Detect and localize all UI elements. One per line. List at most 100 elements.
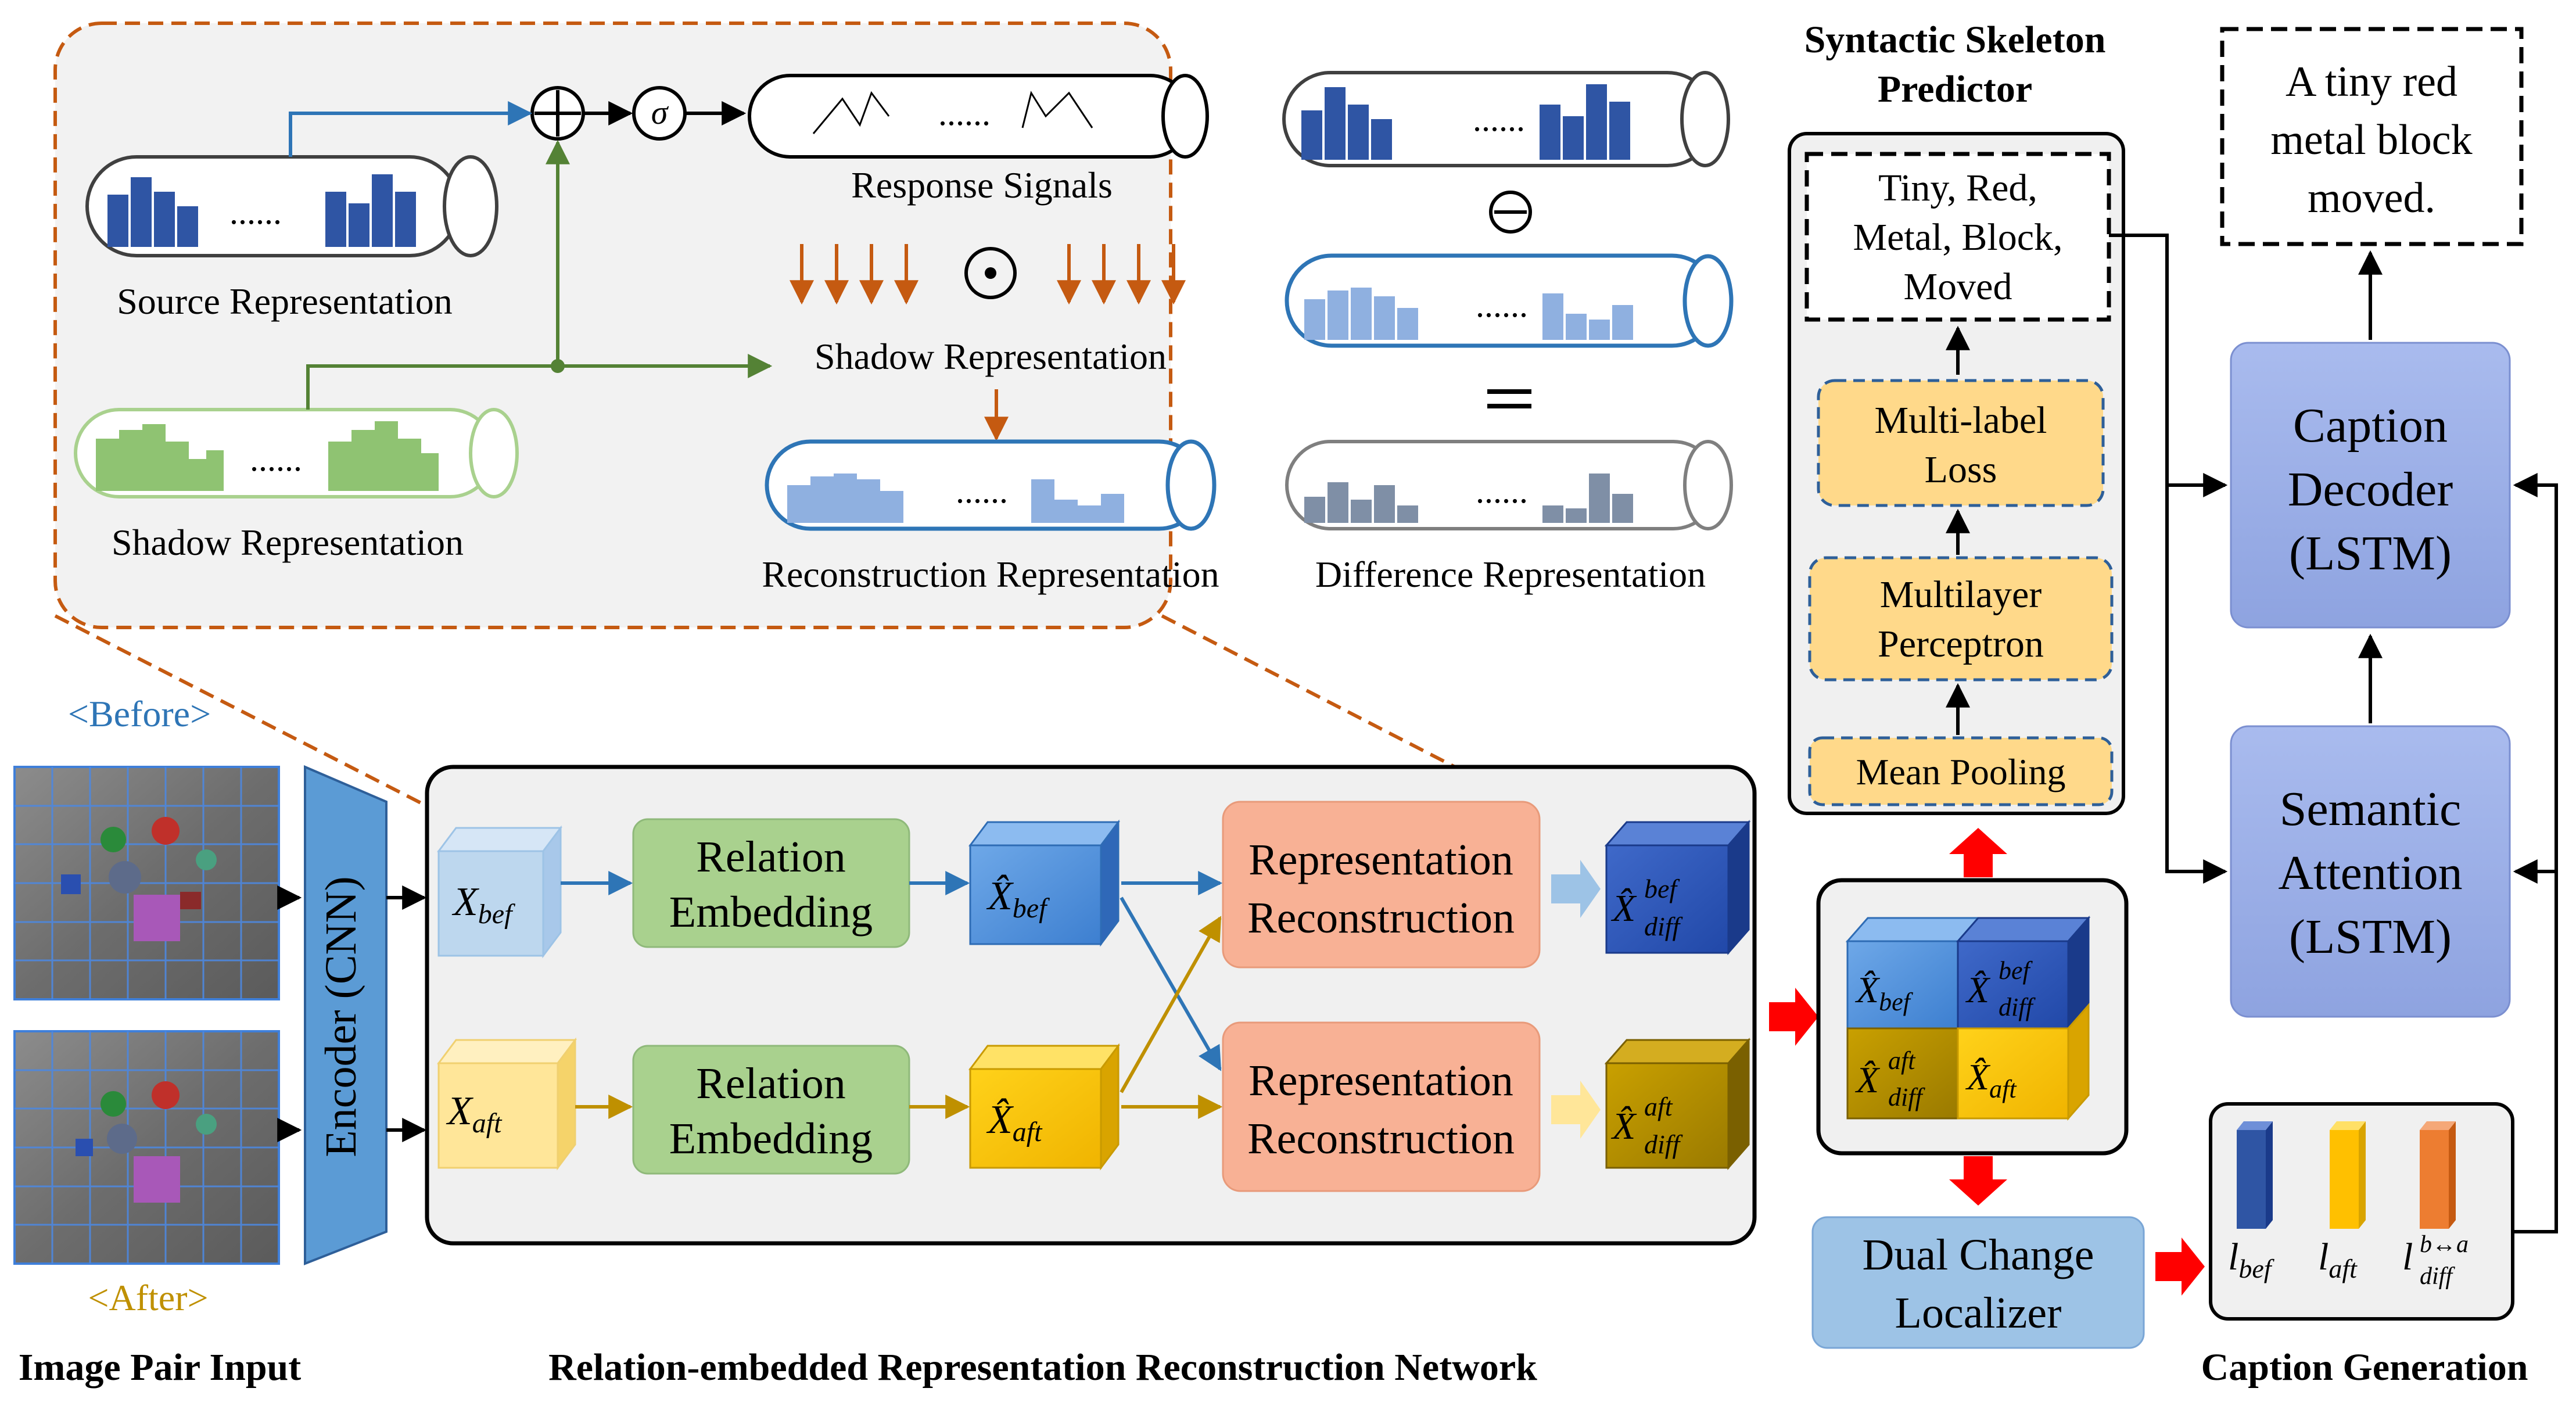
fused-diff-bef-symbol: X̂: [1965, 969, 1991, 1010]
difference-bottom-ellipsis: ......: [1476, 472, 1528, 510]
fused-to-skeleton-arrow: [1949, 828, 2007, 877]
rr-bottom-output-arrow: [1551, 1081, 1601, 1139]
mlp-line1: Multilayer: [1880, 573, 2042, 616]
shadow-branch-line: [306, 364, 561, 410]
sigma-symbol: σ: [651, 94, 669, 131]
caption-decoder-line3: (LSTM): [2289, 526, 2452, 580]
fused-aft-sub: aft: [1989, 1075, 2017, 1103]
skeleton-words-line3: Moved: [1904, 266, 2012, 308]
svg-text:X̂aft: X̂aft: [1965, 1056, 2017, 1103]
fused-bef-symbol: X̂: [1854, 969, 1881, 1010]
fused-aft-symbol: X̂: [1965, 1056, 1991, 1097]
output-line2: metal block: [2270, 116, 2472, 164]
caption-decoder-line1: Caption: [2293, 399, 2448, 453]
response-signals-cylinder: ......: [748, 74, 1209, 159]
l-bef-sub: bef: [2238, 1254, 2274, 1283]
source-representation-label: Source Representation: [117, 281, 453, 322]
shadow-representation-mid-label: Shadow Representation: [815, 336, 1167, 377]
l-diff-symbol: l: [2402, 1236, 2413, 1278]
dual-change-localizer: Dual Change Localizer: [1811, 1216, 2145, 1349]
relation-embedding-top: Relation Embedding: [632, 818, 910, 948]
skeleton-to-attention-arrow: [2165, 485, 2228, 884]
semantic-attention-box: Semantic Attention (LSTM): [2230, 725, 2511, 1018]
xhat-diff-bef-cube: X̂ bef diff: [1604, 820, 1751, 955]
difference-mid-ellipsis: ......: [1476, 286, 1528, 324]
skeleton-title-line2: Predictor: [1878, 68, 2032, 110]
diff-bef-sub: diff: [1644, 912, 1684, 941]
output-sentence-box: A tiny red metal block moved.: [2220, 27, 2524, 246]
multi-label-loss-box: Multi-label Loss: [1817, 379, 2105, 507]
fused-diff-bef-sub: diff: [1999, 993, 2036, 1021]
x-bef-cube: Xbef: [437, 825, 562, 959]
l-aft-symbol: l: [2318, 1236, 2329, 1278]
svg-text:X̂: X̂: [1610, 1105, 1637, 1147]
reconstruction-representation-cylinder: ......: [765, 439, 1217, 531]
network-caption: Relation-embedded Representation Reconst…: [548, 1346, 1537, 1389]
svg-text:X̂bef: X̂bef: [1854, 969, 1914, 1016]
caption-decoder-line2: Decoder: [2288, 462, 2453, 517]
skeleton-words-line2: Metal, Block,: [1853, 216, 2062, 259]
fused-bef-sub: bef: [1879, 988, 1914, 1016]
response-ellipsis: ......: [938, 94, 991, 132]
xhat-bef-symbol: X̂: [986, 874, 1014, 919]
xhat-aft-cube: X̂aft: [968, 1043, 1120, 1171]
relation-embedding-top-line2: Embedding: [669, 888, 873, 937]
representation-reconstruction-bottom: Representation Reconstruction: [1222, 1021, 1541, 1192]
mean-pooling-label: Mean Pooling: [1856, 751, 2066, 792]
source-representation-cylinder: ......: [85, 155, 498, 257]
caption-decoder-box: Caption Decoder (LSTM): [2230, 342, 2511, 629]
x-aft-subscript: aft: [472, 1108, 503, 1139]
relation-embedding-top-line1: Relation: [696, 833, 846, 881]
xhat-bef-subscript: bef: [1013, 893, 1050, 924]
relation-embedding-bottom-line1: Relation: [696, 1059, 846, 1108]
fused-cube: X̂bef X̂ bef diff X̂ aft diff X̂aft: [1845, 916, 2091, 1121]
caption-generation-caption: Caption Generation: [2201, 1346, 2528, 1389]
odot-node: [964, 247, 1017, 299]
after-label: <After>: [88, 1277, 208, 1318]
encoder-label: Encoder (CNN): [317, 876, 365, 1157]
difference-mid-cylinder: ......: [1285, 253, 1734, 348]
skeleton-to-decoder-arrow: [2109, 234, 2228, 497]
relation-embedding-bottom: Relation Embedding: [632, 1045, 910, 1175]
source-ellipsis: ......: [229, 193, 282, 231]
fused-diff-aft-sub: diff: [1888, 1083, 1925, 1111]
localizer-line2: Localizer: [1895, 1289, 2062, 1337]
svg-text:X̂aft: X̂aft: [986, 1097, 1043, 1147]
rr-bottom-line1: Representation: [1248, 1056, 1513, 1105]
equals-sign: [1487, 389, 1531, 394]
source-to-oplus-arrow: [289, 101, 533, 157]
difference-bottom-cylinder: ......: [1285, 440, 1733, 530]
skeleton-words-line1: Tiny, Red,: [1878, 167, 2037, 209]
svg-text:Xaft: Xaft: [446, 1089, 503, 1139]
difference-representation-label: Difference Representation: [1315, 554, 1706, 595]
fused-diff-aft-sup: aft: [1888, 1046, 1916, 1075]
sigma-node: [632, 86, 687, 141]
xhat-bef-cube: X̂bef: [968, 819, 1120, 947]
x-aft-cube: Xaft: [437, 1037, 577, 1171]
multilayer-perceptron-box: Multilayer Perceptron: [1808, 556, 2114, 682]
mlp-line2: Perceptron: [1878, 623, 2044, 665]
l-aft-sub: aft: [2329, 1254, 2358, 1283]
rr-top-line1: Representation: [1248, 835, 1513, 884]
response-arrow-group-right: [1057, 244, 1186, 305]
image-pair-input-caption: Image Pair Input: [19, 1346, 302, 1389]
before-label: <Before>: [68, 693, 211, 734]
x-bef-subscript: bef: [478, 899, 515, 930]
l-diff-sup: b↔a: [2420, 1231, 2469, 1258]
x-bef-symbol: X: [451, 880, 480, 924]
semantic-line1: Semantic: [2280, 782, 2462, 836]
l-bef-bar: [2237, 1121, 2273, 1229]
l-aft-bar: [2330, 1121, 2366, 1229]
multi-label-loss-line1: Multi-label: [1875, 399, 2047, 442]
response-signals-label: Response Signals: [851, 164, 1113, 206]
fused-to-localizer-arrow: [1949, 1156, 2007, 1206]
mean-pooling-box: Mean Pooling: [1808, 736, 2114, 806]
difference-top-ellipsis: ......: [1473, 100, 1525, 138]
skeleton-words-box: Tiny, Red, Metal, Block, Moved: [1804, 152, 2111, 322]
shadow-representation-left-label: Shadow Representation: [112, 522, 464, 563]
diff-aft-sup: aft: [1644, 1092, 1673, 1121]
diff-bef-sup: bef: [1644, 874, 1680, 903]
fused-diff-bef-sup: bef: [1999, 956, 2033, 985]
rr-top-line2: Reconstruction: [1247, 894, 1515, 942]
output-line3: moved.: [2308, 174, 2435, 222]
